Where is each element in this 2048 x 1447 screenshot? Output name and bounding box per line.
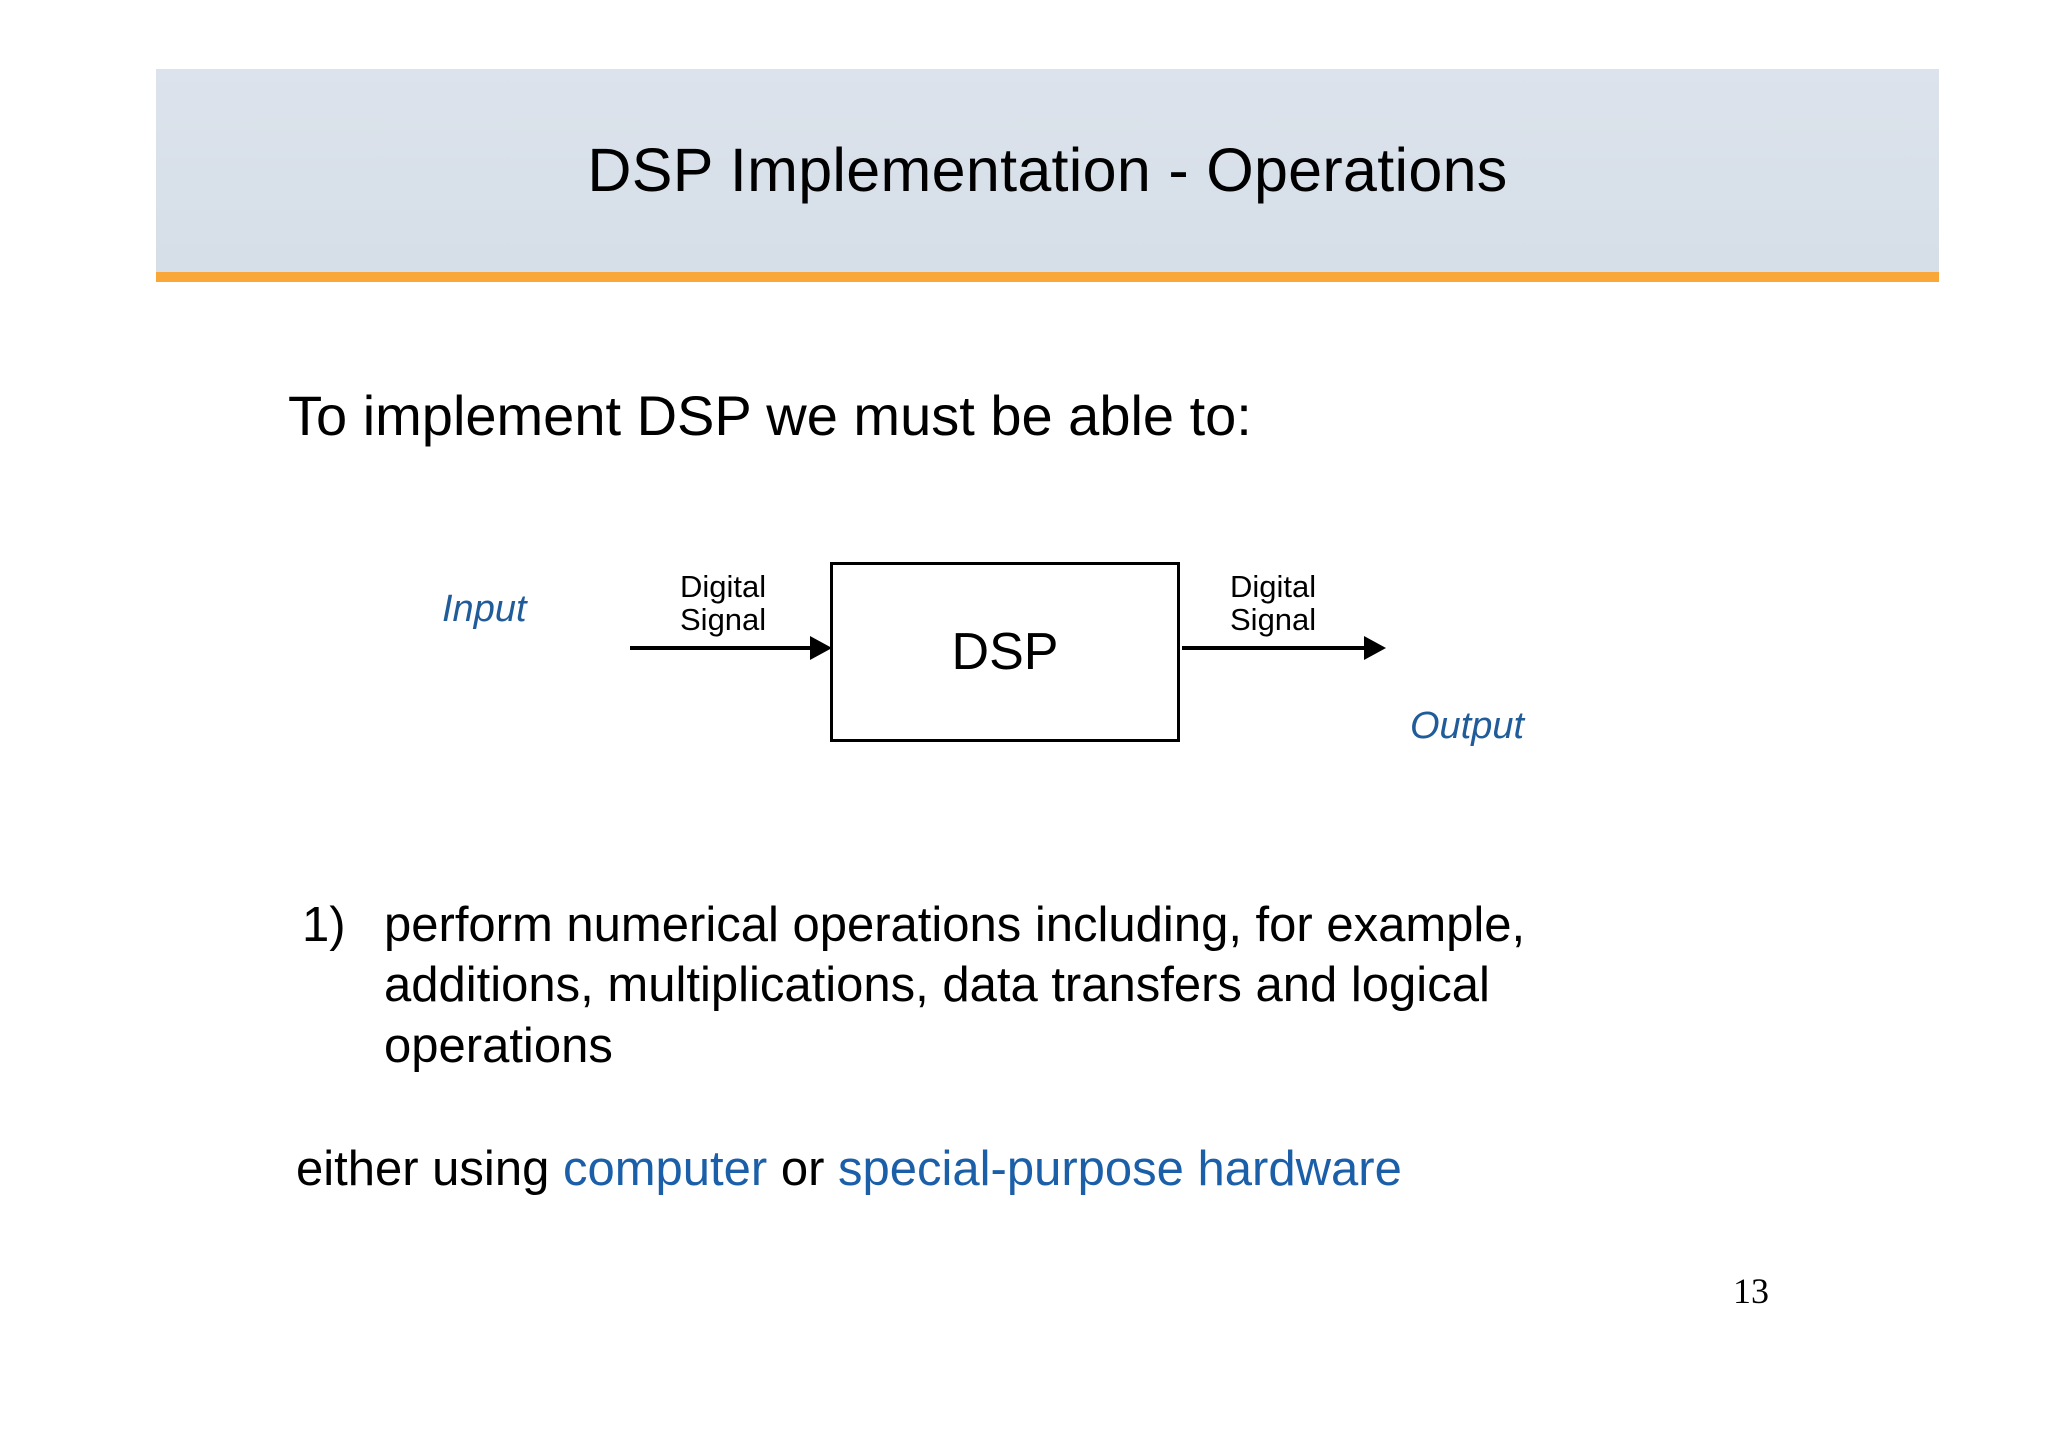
diagram-output-label: Output (1410, 705, 1525, 747)
output-arrow-head-icon (1364, 636, 1386, 660)
dsp-processor-box: DSP (830, 562, 1180, 742)
output-signal-line-2: Signal (1230, 602, 1317, 638)
input-arrow-head-icon (810, 636, 832, 660)
closing-highlight-computer: computer (562, 1142, 768, 1196)
list-item-marker: 1) (302, 898, 346, 952)
closing-middle: or (767, 1142, 839, 1196)
title-underline-rule (156, 272, 1939, 282)
input-signal-line-2: Signal (680, 602, 767, 638)
closing-prefix: either using (296, 1142, 563, 1196)
list-item-text: perform numerical operations including, … (384, 898, 1526, 1073)
output-arrow-shaft (1182, 646, 1380, 650)
diagram-input-signal-label: Digital Signal (680, 570, 766, 637)
input-signal-line-1: Digital (680, 569, 767, 604)
title-banner: DSP Implementation - Operations (156, 69, 1939, 272)
lead-statement: To implement DSP we must be able to: (288, 384, 1252, 447)
output-signal-line-1: Digital (1230, 569, 1317, 604)
closing-highlight-hardware: special-purpose hardware (838, 1142, 1402, 1196)
dsp-box-label: DSP (951, 623, 1059, 681)
page-title: DSP Implementation - Operations (587, 136, 1508, 204)
page-number: 13 (1733, 1271, 1769, 1311)
closing-statement: either using computer or special-purpose… (296, 1140, 1402, 1199)
list-item: 1) perform numerical operations includin… (302, 895, 1722, 1076)
input-arrow-shaft (630, 646, 828, 650)
diagram-output-signal-label: Digital Signal (1230, 570, 1316, 637)
dsp-block-diagram: Input Digital Signal DSP Digital Signal … (420, 540, 1560, 770)
diagram-input-label: Input (442, 588, 527, 630)
numbered-list: 1) perform numerical operations includin… (302, 895, 1722, 1076)
